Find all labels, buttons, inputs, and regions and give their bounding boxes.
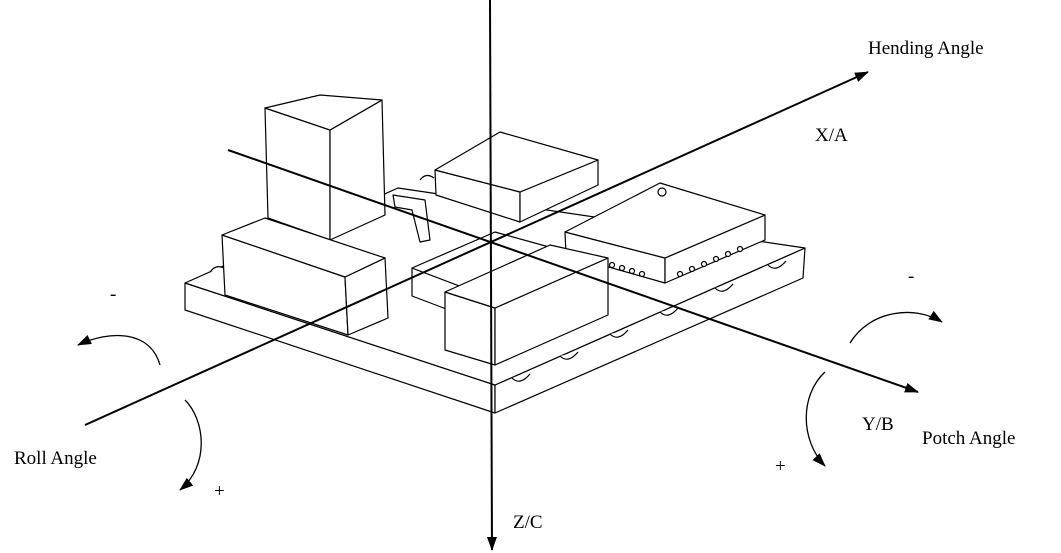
z-axis xyxy=(486,0,497,551)
y-axis xyxy=(227,149,919,393)
pitch-plus-arrow xyxy=(805,371,826,467)
pitch-minus-arrow xyxy=(849,310,943,344)
roll-minus-label: - xyxy=(110,284,117,305)
board-notches xyxy=(209,174,787,382)
heading-angle-label: Hending Angle xyxy=(868,38,984,59)
circuit-board xyxy=(184,94,806,414)
x-axis xyxy=(84,71,869,426)
roll-angle-label: Roll Angle xyxy=(14,448,97,469)
pitch-minus-label: - xyxy=(908,266,915,287)
pitch-angle-label: Potch Angle xyxy=(922,428,1016,449)
pitch-plus-label: + xyxy=(775,456,786,477)
roll-minus-arrow xyxy=(77,334,161,366)
roll-plus-label: + xyxy=(214,481,225,502)
roll-plus-arrow xyxy=(179,399,202,491)
z-axis-label: Z/C xyxy=(513,512,543,533)
y-axis-label: Y/B xyxy=(862,414,894,435)
chip-pins xyxy=(608,245,744,278)
x-axis-label: X/A xyxy=(815,125,848,146)
